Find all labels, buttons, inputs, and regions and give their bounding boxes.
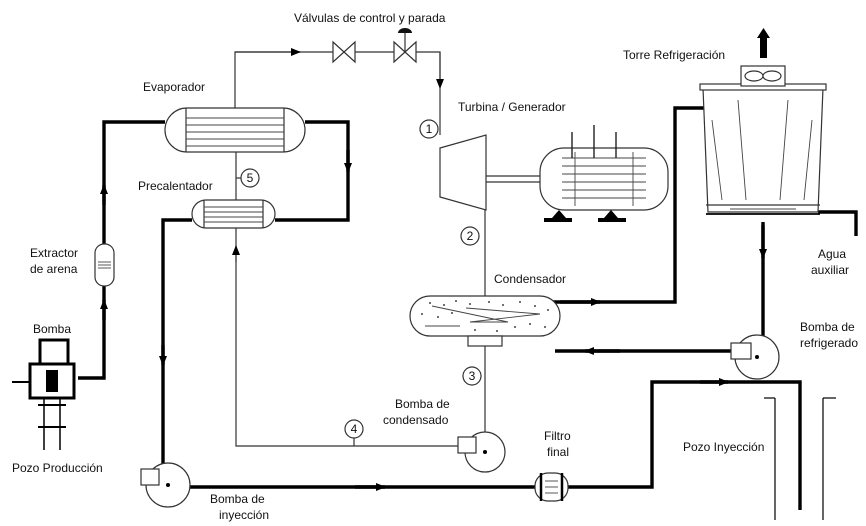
- fan-blade-right: [762, 70, 782, 82]
- labels: Válvulas de control y parada Evaporador …: [12, 11, 858, 522]
- condenser-label: Condensador: [494, 272, 566, 286]
- fan-exhaust: [760, 38, 767, 58]
- sand-extractor-label-line-1: Extractor: [30, 246, 78, 260]
- turbine-body: [439, 134, 487, 211]
- state-point-4-label: 4: [351, 422, 358, 436]
- turbine-label: Turbina / Generador: [458, 100, 566, 114]
- pump-label: Bomba: [33, 322, 71, 336]
- generator-foot-right: [604, 210, 618, 218]
- pump-shaft: [46, 370, 58, 392]
- turbine[interactable]: [439, 134, 540, 211]
- condenser-shell: [409, 295, 561, 337]
- brine-loop: [78, 106, 858, 510]
- injection-well: [764, 397, 836, 520]
- cooling-pump-label-line-1: Bomba de: [800, 320, 855, 334]
- generator[interactable]: [539, 125, 669, 222]
- preheater[interactable]: [191, 199, 276, 229]
- injection-pump-label-line-2: inyección: [219, 508, 269, 522]
- sand-extractor[interactable]: [94, 243, 115, 287]
- generator-base-right: [598, 218, 626, 222]
- condensate-pump-hub: [483, 450, 487, 454]
- cooling-tower[interactable]: [699, 28, 827, 215]
- generator-foot-left: [552, 210, 566, 218]
- valves-label: Válvulas de control y parada: [294, 11, 446, 25]
- cooling-tower-label: Torre Refrigeración: [623, 48, 725, 62]
- generator-windings: [562, 152, 646, 206]
- injection-well-line: [568, 380, 802, 510]
- condensate-pump-label-line-2: condensado: [383, 413, 449, 427]
- state-point-1-label: 1: [426, 122, 433, 136]
- aux-water-label-line-2: auxiliar: [811, 263, 849, 277]
- preheater-label: Precalentador: [138, 179, 213, 193]
- condenser-tube-bundle: [431, 305, 541, 323]
- vapor-line: [234, 51, 441, 110]
- valve-actuator: [398, 28, 412, 33]
- state-point-4[interactable]: 4: [344, 419, 364, 446]
- condenser-droplets: [421, 300, 549, 332]
- reinjection-down-line: [161, 218, 192, 468]
- preheater-feed-line: [235, 228, 470, 447]
- generator-terminals: [571, 125, 617, 158]
- cooling-water-pump[interactable]: [730, 334, 780, 380]
- condensate-pump-outlet: [457, 436, 477, 454]
- fan-blade-left: [744, 70, 764, 82]
- evaporator-label: Evaporador: [143, 80, 205, 94]
- state-point-1[interactable]: 1: [419, 119, 439, 139]
- cooling-pump-outlet: [730, 342, 752, 360]
- state-point-2-label: 2: [467, 229, 474, 243]
- aux-water-line: [818, 210, 858, 236]
- fan-exhaust-arrow-icon: [757, 28, 770, 38]
- preheater-tubes: [204, 206, 263, 223]
- condenser-hotwell: [467, 335, 503, 347]
- state-point-2[interactable]: 2: [460, 226, 480, 246]
- condenser[interactable]: [409, 295, 561, 347]
- state-point-5-label: 5: [247, 171, 254, 185]
- evaporator-shell: [164, 107, 306, 153]
- condensate-pump-label-line-1: Bomba de: [395, 397, 450, 411]
- production-pump[interactable]: [12, 338, 76, 450]
- injection-pump[interactable]: [140, 462, 191, 508]
- control-valves[interactable]: [332, 28, 417, 64]
- state-points: 1 2 3 4 5: [236, 119, 482, 446]
- evaporator[interactable]: [164, 107, 306, 153]
- production-line: [78, 120, 165, 380]
- evaporator-tubes: [186, 117, 284, 147]
- injection-well-label: Pozo Inyección: [683, 440, 764, 454]
- condensate-pump[interactable]: [457, 431, 506, 473]
- generator-housing: [539, 147, 669, 211]
- pump-motor: [38, 338, 70, 366]
- injection-pump-label-line-1: Bomba de: [210, 492, 265, 506]
- injection-pump-hub: [166, 483, 170, 487]
- state-point-3-label: 3: [469, 369, 476, 383]
- final-filter-label-line-2: final: [547, 445, 569, 459]
- injection-pump-inlet: [140, 468, 160, 486]
- state-point-3[interactable]: 3: [462, 366, 482, 386]
- sand-extractor-label-line-2: de arena: [30, 262, 78, 276]
- final-filter-label-line-1: Filtro: [544, 429, 571, 443]
- filter-element: [545, 480, 558, 494]
- production-well-label: Pozo Producción: [12, 461, 103, 475]
- cooling-pump-label-line-2: refrigerado: [800, 336, 858, 350]
- cooling-pump-hub: [755, 355, 759, 359]
- sand-extractor-screen: [98, 261, 111, 269]
- final-filter[interactable]: [534, 472, 569, 502]
- cooling-tower-fill: [711, 99, 813, 201]
- aux-water-label-line-1: Agua: [818, 247, 846, 261]
- generator-base-left: [544, 218, 572, 222]
- stop-valve[interactable]: [332, 40, 356, 64]
- state-point-5[interactable]: 5: [236, 168, 260, 188]
